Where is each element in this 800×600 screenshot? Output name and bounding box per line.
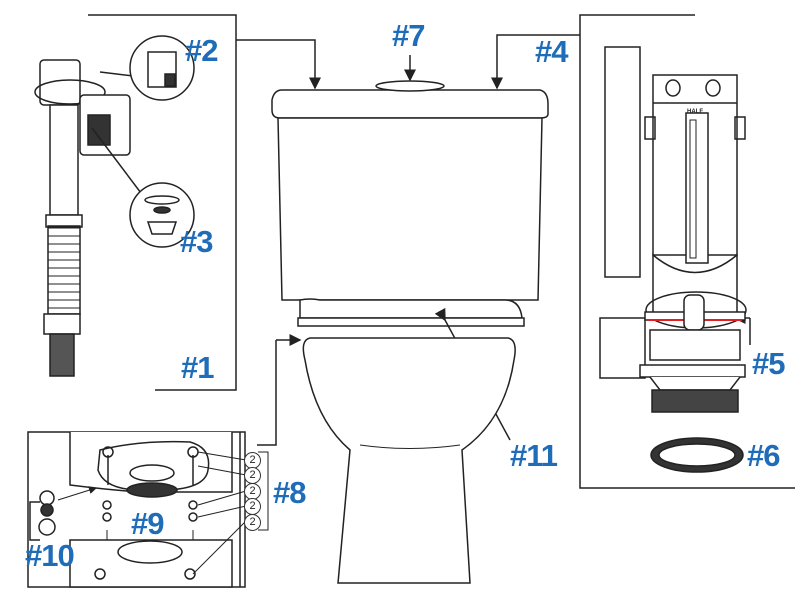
- fill-valve-seal-detail: [129, 182, 195, 248]
- label-tank-gasket: #9: [131, 506, 164, 541]
- toilet-tank: [271, 80, 549, 441]
- label-flush-valve-seal: #5: [752, 346, 785, 381]
- quantity-badge: 2: [244, 467, 261, 484]
- label-tank-lid: #4: [535, 34, 568, 69]
- label-flush-valve-gasket: #6: [747, 438, 780, 473]
- toilet-bowl: [257, 334, 516, 584]
- fill-valve: [34, 59, 152, 377]
- flush-valve: [599, 46, 747, 413]
- label-fill-valve-seal: #3: [180, 224, 213, 259]
- label-flush-button: #7: [392, 18, 425, 53]
- label-fill-valve: #1: [181, 350, 214, 385]
- label-fill-valve-cap: #2: [185, 33, 218, 68]
- flush-valve-gasket: [650, 437, 744, 473]
- bolt-kit-inset: [27, 431, 269, 588]
- fill-valve-cap-detail: [129, 35, 195, 101]
- flush-valve-half-mark: HALF: [687, 109, 703, 115]
- label-bolt-kit: #8: [273, 475, 306, 510]
- label-tank-to-bowl: #11: [510, 438, 558, 473]
- flush-valve-callout-box: [491, 14, 795, 489]
- quantity-badge: 2: [244, 498, 261, 515]
- fill-valve-callout-box: [88, 14, 321, 391]
- quantity-badge: 2: [244, 514, 261, 531]
- label-bolt-cap: #10: [25, 538, 75, 573]
